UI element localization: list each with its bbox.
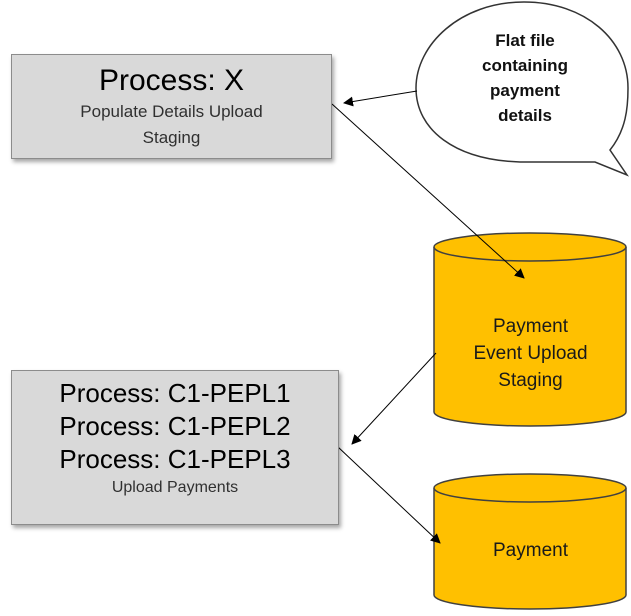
upload-process-line2: Process: C1-PEPL2 [59,411,291,441]
flat-file-line1: Flat file [495,31,555,50]
upload-process-line1: Process: C1-PEPL1 [59,378,291,408]
flat-file-label: Flat file containing payment details [440,28,610,128]
payment-data-store [433,473,627,610]
process-x-title: Process: X [98,64,245,97]
staging-store-label: Payment Event Upload Staging [438,313,623,394]
arrow-flatfile-to-process-x [343,90,418,107]
process-x-subtitle-line2: Staging [142,128,201,147]
flat-file-line2: containing [482,56,568,75]
staging-store-line3: Staging [498,370,563,391]
process-x-box: Process: X Populate Details Upload Stagi… [11,54,332,159]
arrow-upload-to-payment [337,446,441,544]
process-x-subtitle-line1: Populate Details Upload [80,102,263,121]
arrow-staging-to-upload [351,352,437,445]
flat-file-callout [415,1,630,177]
flat-file-line3: payment [490,81,560,100]
upload-payments-box: Process: C1-PEPL1 Process: C1-PEPL2 Proc… [11,370,339,525]
staging-store-line2: Event Upload [473,343,588,364]
staging-store-line1: Payment [493,316,568,337]
flat-file-line4: details [498,106,552,125]
staging-data-store [433,232,627,427]
upload-process-line3: Process: C1-PEPL3 [59,444,291,474]
arrow-process-x-to-staging [331,103,525,279]
payment-store-label: Payment [493,540,568,561]
upload-process-list: Process: C1-PEPL1 Process: C1-PEPL2 Proc… [12,377,338,476]
upload-payments-subtitle: Upload Payments [111,479,239,496]
